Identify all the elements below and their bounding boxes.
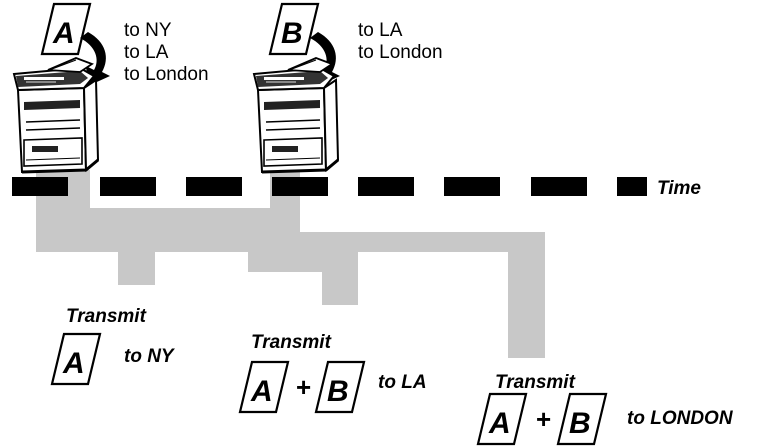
plus-sign: + [296,372,311,402]
timeline-dash [617,177,647,196]
document-icon: A [476,392,528,446]
timeline-dash [444,177,500,196]
document-icon: B [268,2,320,56]
transmission-2: Transmit A + B to LA [238,332,427,414]
transmit-destination: to LA [378,372,427,393]
fax-machine-icon [12,56,100,174]
fax-machine-icon [252,56,340,174]
svg-text:B: B [569,407,591,440]
svg-text:A: A [52,17,75,50]
document-icon: A [40,2,92,56]
transmission-path [36,170,545,358]
transmit-label: Transmit [251,332,332,353]
transmission-1: Transmit A to NY [50,306,176,386]
plus-sign: + [536,404,551,434]
original-a-dest-2: to LA [124,42,169,63]
timeline-dash [186,177,242,196]
original-a-group: A to NY to LA to London [12,2,209,174]
transmit-destination: to LONDON [627,408,734,429]
svg-text:A: A [62,347,85,380]
original-b-dest-2: to London [358,42,443,63]
transmit-destination: to NY [124,346,176,367]
svg-text:A: A [250,375,273,408]
svg-text:B: B [327,375,349,408]
timeline-dash [531,177,587,196]
original-b-dest-1: to LA [358,20,403,41]
original-a-dest-3: to London [124,64,209,85]
timeline-dash [272,177,328,196]
timeline-dash [12,177,68,196]
original-a-dest-1: to NY [124,20,172,41]
timeline-dash [100,177,156,196]
timeline-dash [358,177,414,196]
timeline: Time [12,177,701,199]
document-icon: B [314,360,366,414]
transmission-3: Transmit A + B to LONDON [476,372,734,446]
svg-text:A: A [488,407,511,440]
document-icon: A [238,360,290,414]
document-icon: A [50,332,102,386]
document-icon: B [556,392,608,446]
transmit-label: Transmit [495,372,576,393]
svg-text:B: B [281,17,303,50]
transmit-label: Transmit [66,306,147,327]
original-b-group: B to LA to London [252,2,443,174]
time-label: Time [657,178,701,199]
